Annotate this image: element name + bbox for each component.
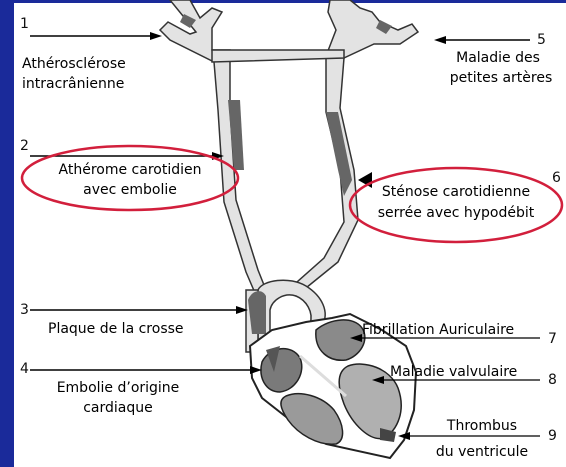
label-5-line-2: petites artères	[450, 70, 553, 86]
label-number-7: 7	[548, 331, 557, 347]
label-3: Plaque de la crosse	[48, 321, 184, 337]
arrow-head-1	[150, 32, 162, 40]
basilar-connection	[212, 50, 344, 62]
label-number-4: 4	[20, 361, 29, 377]
label-6-line-1: Sténose carotidienne	[382, 184, 530, 200]
label-9-line-2: du ventricule	[436, 444, 528, 460]
label-number-9: 9	[548, 428, 557, 444]
label-4-line-2: cardiaque	[83, 400, 153, 416]
label-number-3: 3	[20, 302, 29, 318]
arrow-head-5	[434, 36, 446, 44]
label-number-5: 5	[537, 32, 546, 48]
label-number-2: 2	[20, 138, 29, 154]
label-5-line-1: Maladie des	[456, 50, 540, 66]
label-number-8: 8	[548, 372, 557, 388]
label-7: Fibrillation Auriculaire	[362, 322, 514, 338]
label-9-line-1: Thrombus	[446, 418, 517, 434]
right-cerebral-branch	[288, 0, 418, 296]
label-1-line-2: intracrânienne	[22, 76, 124, 92]
label-6-line-2: serrée avec hypodébit	[378, 205, 535, 221]
label-number-1: 1	[20, 16, 29, 32]
label-1-line-1: Athérosclérose	[22, 56, 126, 72]
top-band	[0, 0, 566, 3]
label-2-line-2: avec embolie	[83, 182, 177, 198]
label-number-6: 6	[552, 170, 561, 186]
label-4-line-1: Embolie d’origine	[57, 380, 180, 396]
label-2-line-1: Athérome carotidien	[59, 162, 202, 178]
label-8: Maladie valvulaire	[390, 364, 517, 380]
